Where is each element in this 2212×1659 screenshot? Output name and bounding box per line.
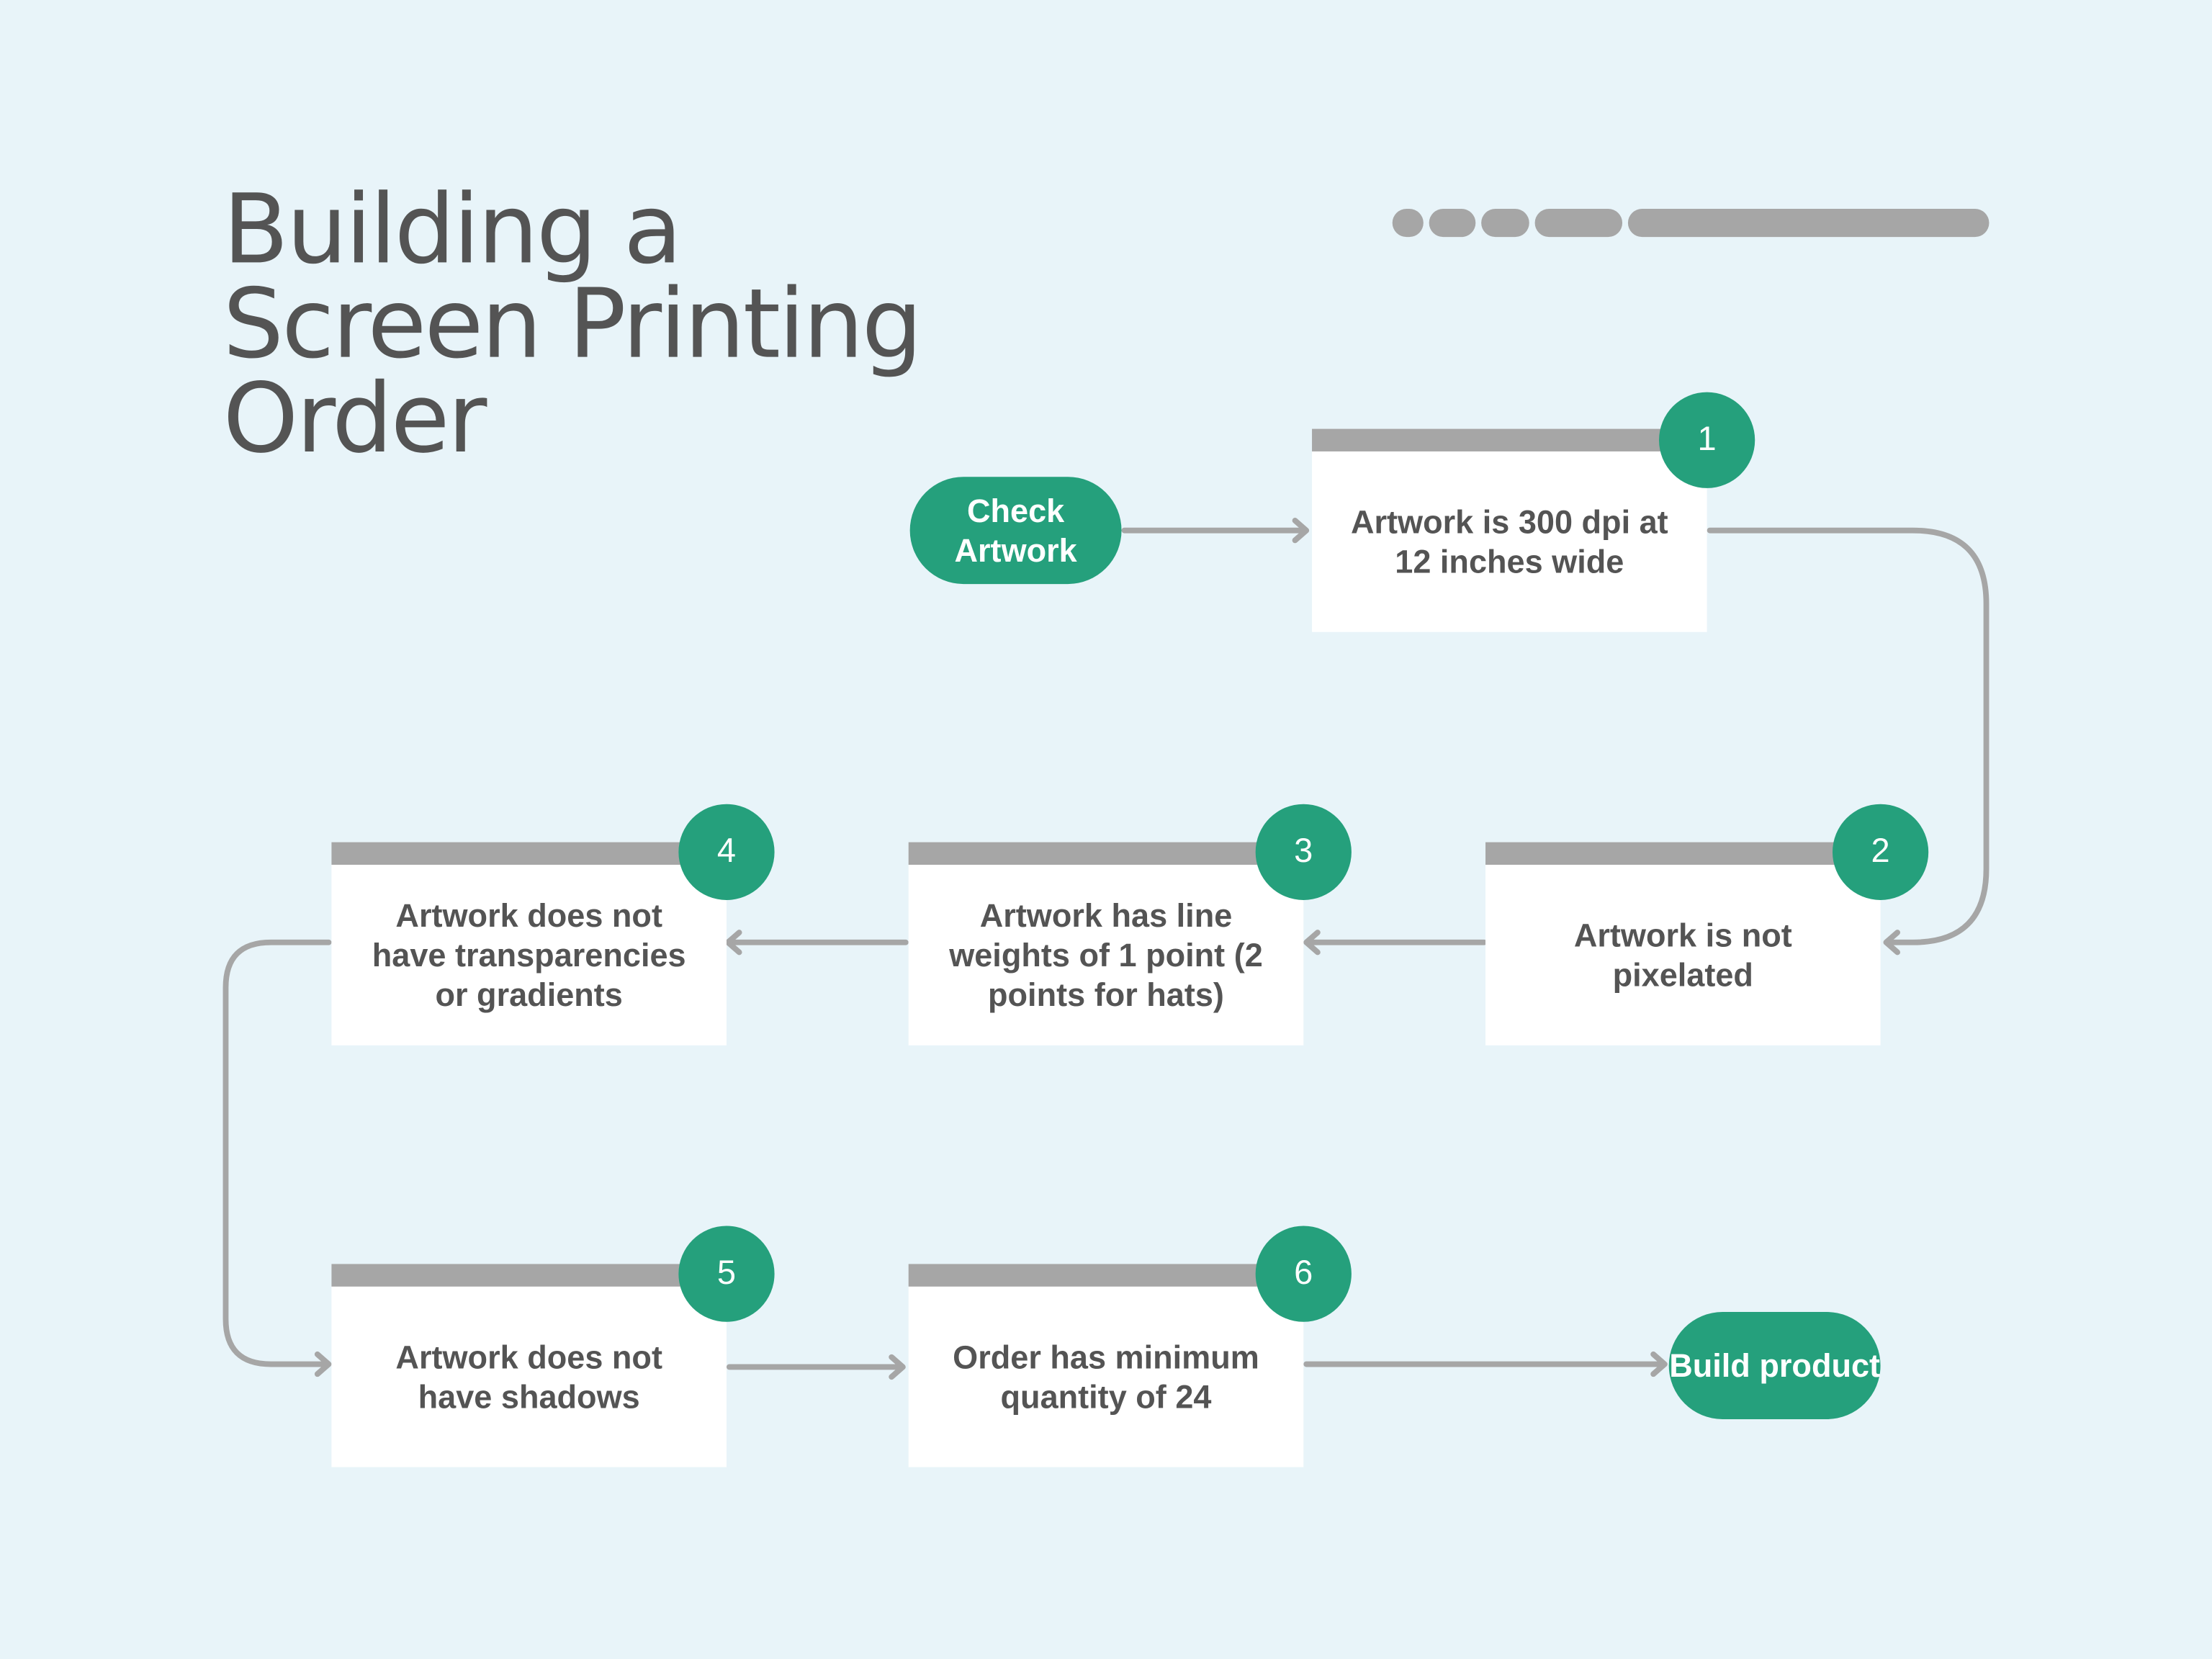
deco-dot-4 [1534, 208, 1623, 238]
step-3-label: Artwork has line weights of 1 point (2 p… [949, 897, 1263, 1013]
step-6-header-bar [908, 1264, 1304, 1287]
arrow-head-end [1650, 1351, 1668, 1377]
arrow-head-step-2 [1883, 930, 1901, 956]
step-4-box: Artwork does not have transparencies or … [331, 842, 727, 1046]
arrow-head-step-6 [889, 1354, 906, 1380]
title-line-3: Order [222, 364, 487, 476]
step-2-badge: 2 [1832, 804, 1929, 900]
arrow-step-4-to-step-5 [222, 939, 332, 1367]
step-6-badge: 6 [1255, 1226, 1352, 1322]
start-node-label: Check Artwork [954, 492, 1077, 569]
step-6-box: Order has minimum quantity of 24 [908, 1264, 1304, 1467]
step-4-badge: 4 [678, 804, 775, 900]
step-6-label: Order has minimum quantity of 24 [953, 1339, 1259, 1416]
step-5-box: Artwork does not have shadows [331, 1264, 727, 1467]
step-1-label: Artwork is 300 dpi at 12 inches wide [1350, 503, 1668, 580]
step-1-box: Artwork is 300 dpi at 12 inches wide [1312, 428, 1707, 632]
step-2-label: Artwork is not pixelated [1573, 917, 1792, 994]
end-node: Build product [1668, 1312, 1881, 1419]
arrow-head-step-3 [1303, 930, 1321, 956]
arrow-head-step-4 [725, 930, 742, 956]
deco-dot-1 [1392, 208, 1424, 238]
step-4-header-bar [331, 842, 727, 865]
step-1-badge: 1 [1659, 392, 1755, 488]
step-3-box: Artwork has line weights of 1 point (2 p… [908, 842, 1304, 1046]
step-3-badge: 3 [1255, 804, 1352, 900]
deco-dot-5 [1627, 208, 1990, 238]
step-3-header-bar [908, 842, 1304, 865]
end-node-label: Build product [1669, 1347, 1881, 1384]
title-line-2: Screen Printing [222, 269, 923, 381]
step-2-header-bar [1485, 842, 1881, 865]
deco-dot-3 [1481, 208, 1529, 238]
page-title: Building a Screen Printing Order [222, 174, 923, 476]
step-1-header-bar [1312, 428, 1707, 451]
step-5-header-bar [331, 1264, 727, 1287]
step-4-label: Artwork does not have transparencies or … [372, 897, 686, 1013]
title-line-1: Building a [222, 174, 683, 287]
start-node: Check Artwork [909, 477, 1122, 585]
step-5-badge: 5 [678, 1226, 775, 1322]
arrow-head-step-1 [1292, 518, 1310, 544]
arrow-head-step-5 [314, 1351, 332, 1377]
step-5-label: Artwork does not have shadows [395, 1339, 662, 1416]
deco-dot-2 [1429, 208, 1476, 238]
step-2-box: Artwork is not pixelated [1485, 842, 1881, 1046]
arrow-step-1-to-step-2 [1707, 527, 1990, 945]
